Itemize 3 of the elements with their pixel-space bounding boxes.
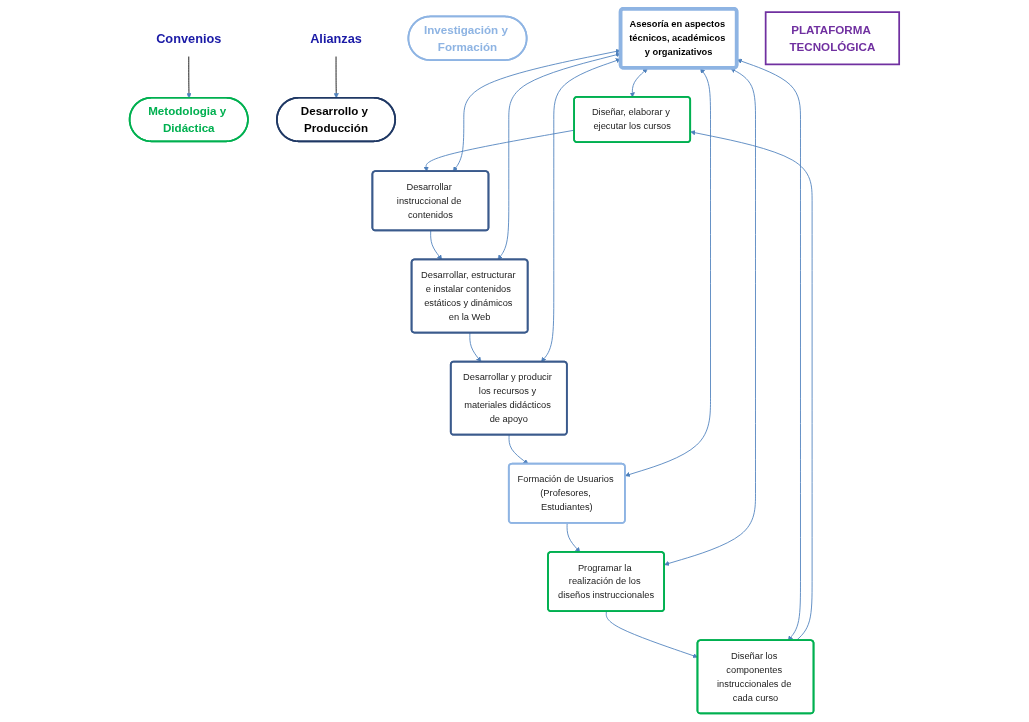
node-text: Convenios [156,31,222,46]
node-text: Alianzas [310,31,363,46]
node-box: PLATAFORMA TECNOLÓGICA [764,11,901,66]
